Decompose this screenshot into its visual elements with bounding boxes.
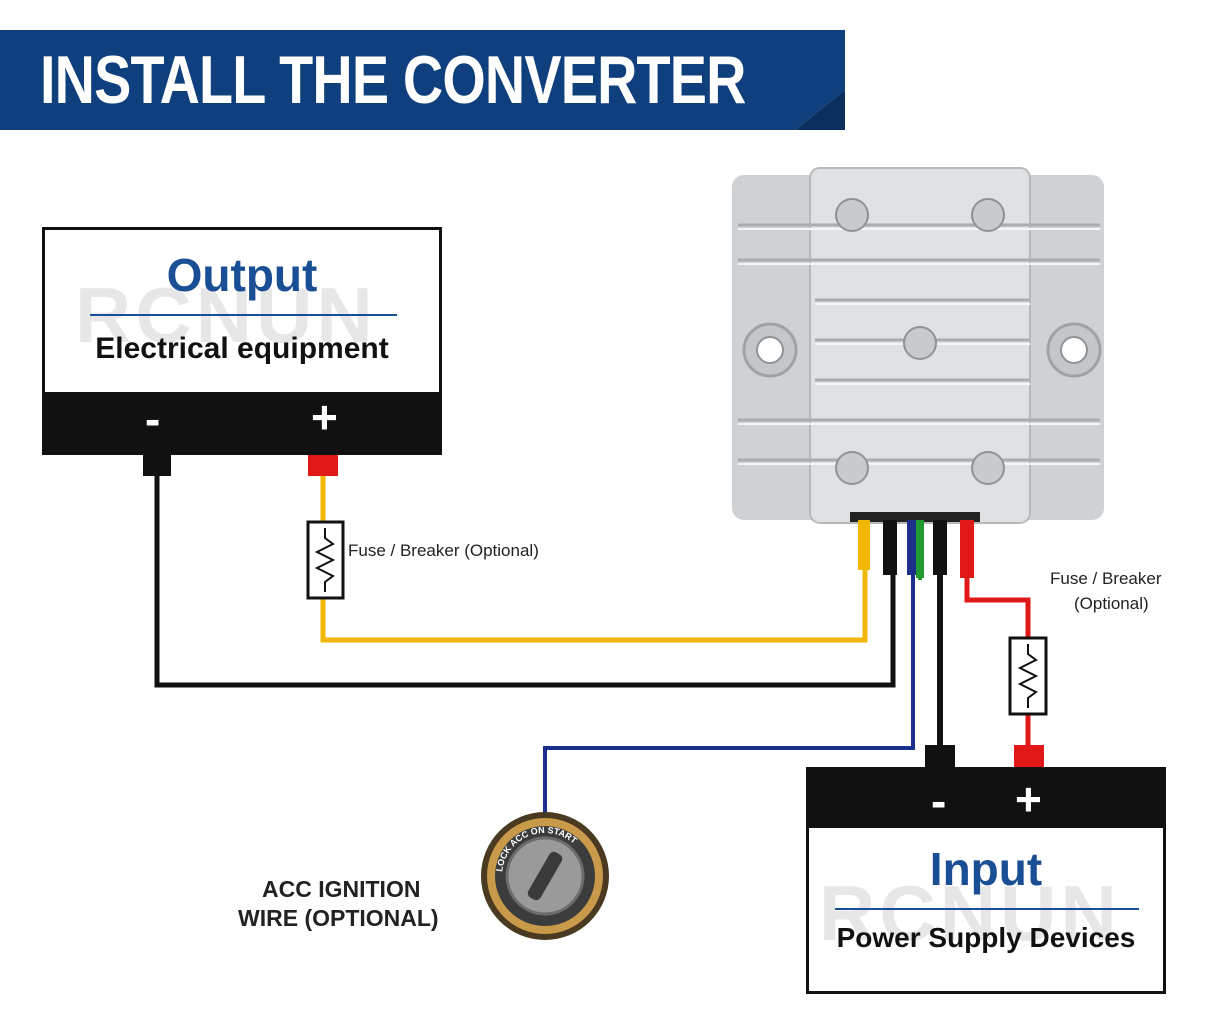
ignition-switch-icon: LOCK ACC ON START — [481, 812, 609, 940]
output-minus-sign: - — [145, 393, 161, 445]
output-subtitle: Electrical equipment — [95, 332, 389, 365]
converter-icon — [732, 167, 1104, 578]
acc-label-line1: ACC IGNITION — [262, 876, 421, 902]
acc-label-line2: WIRE (OPTIONAL) — [238, 905, 439, 931]
output-negative-terminal — [143, 452, 171, 476]
input-terminal-bar — [809, 770, 1163, 828]
output-fuse-icon — [306, 520, 345, 600]
input-fuse-label-line2: (Optional) — [1074, 594, 1149, 613]
output-negative-wire — [154, 470, 896, 688]
header-banner — [0, 30, 845, 130]
output-terminal-bar — [45, 392, 439, 452]
output-divider — [90, 314, 397, 316]
output-title: Output — [166, 249, 318, 301]
input-negative-terminal — [925, 745, 955, 769]
page-title: INSTALL THE CONVERTER — [40, 42, 746, 118]
input-box: - + RCNUN Input Power Supply Devices — [806, 767, 1166, 994]
input-title: Input — [929, 843, 1043, 895]
input-fuse-icon — [1008, 636, 1048, 716]
input-minus-sign: - — [931, 775, 947, 827]
output-positive-terminal — [308, 452, 338, 476]
output-box: RCNUN Output Electrical equipment - + — [42, 227, 442, 455]
output-plus-sign: + — [311, 391, 338, 443]
input-subtitle: Power Supply Devices — [836, 922, 1136, 953]
input-divider — [835, 908, 1139, 910]
input-positive-terminal — [1014, 745, 1044, 769]
output-fuse-label: Fuse / Breaker (Optional) — [348, 541, 539, 560]
input-plus-sign: + — [1015, 773, 1042, 825]
ignition-wire — [543, 530, 915, 815]
input-fuse-label-line1: Fuse / Breaker — [1050, 569, 1162, 588]
